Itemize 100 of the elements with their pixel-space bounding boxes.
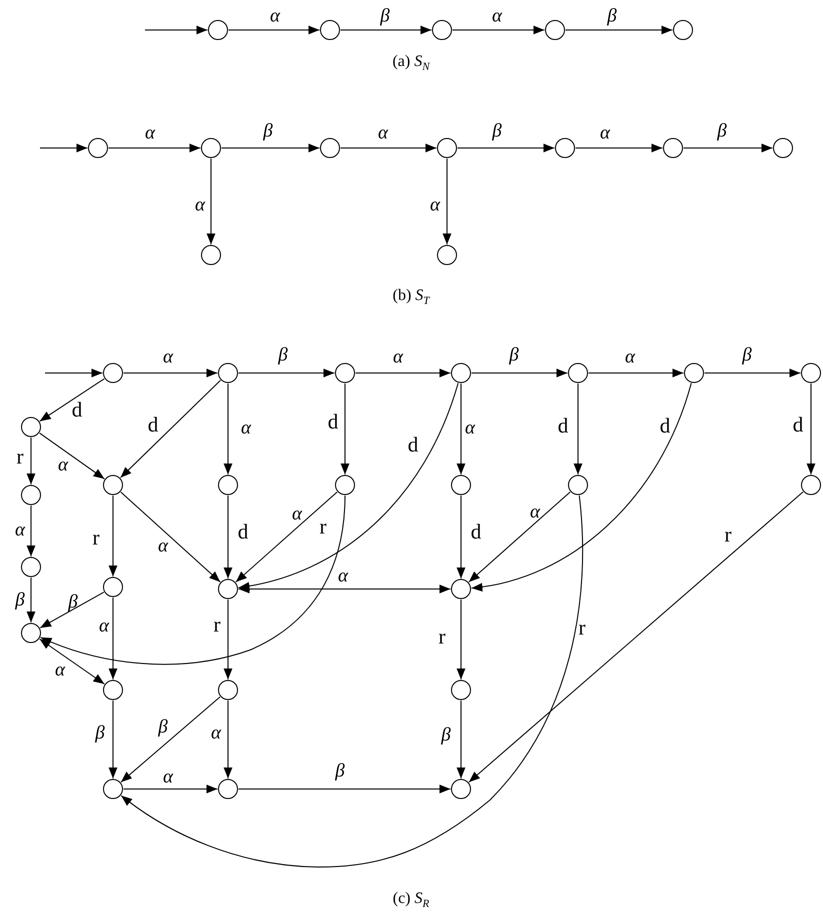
edge-label: α [163,348,173,366]
subfigure-caption: (c) S$_{R}$ [392,890,430,910]
state-circle [103,577,123,597]
state-circle [451,363,471,383]
state-circle [801,363,821,383]
transition-arrow [468,491,571,583]
edge-label: r [320,516,326,538]
state-circle [673,20,693,40]
state-circle [568,475,588,495]
edge-label: β [278,346,288,364]
state-circle [451,779,471,799]
edge-label: α [55,660,65,680]
transition-arrow [224,383,232,475]
edge-label: α [99,616,109,636]
transition-arrow [221,144,320,152]
state-circle [545,20,565,40]
transition-arrow [39,378,105,422]
state-circle [103,363,123,383]
state-circle [103,779,123,799]
edge-label: α [15,520,25,540]
transition-arrow [224,495,232,579]
edge-label: d [148,414,158,436]
transition-arrow [120,492,221,582]
transition-arrow [206,158,216,245]
edge-label: d [328,412,338,432]
edge-label: β [263,122,273,140]
transition-arrow [456,599,466,680]
state-circle [437,138,457,158]
edge-label: r [438,626,446,648]
state-circle [103,475,123,495]
state-circle [218,680,238,700]
transition-arrow [704,368,801,378]
state-circle [201,138,221,158]
transition-arrow [40,592,104,628]
state-circle [21,557,41,577]
state-circle [335,475,355,495]
state-circle [88,138,108,158]
transition-arrow [355,368,451,378]
transition-arrow [238,382,459,590]
transition-arrow [588,368,684,378]
edge-label: r [578,618,586,638]
transition-arrow [468,491,804,783]
transition-arrow [456,700,466,779]
edge-label: α [393,348,403,366]
edge-label: d [558,416,568,436]
edge-label: β [742,346,752,364]
edge-label: r [724,524,732,546]
transition-arrow [340,383,350,475]
subfigure-caption: (a) S$_{N}$ [392,52,430,74]
transition-arrow [442,158,452,245]
edge-label: α [492,6,502,26]
state-circle [208,20,228,40]
transition-arrow [340,26,432,34]
transition-arrow [108,144,201,152]
transition-arrow [470,382,692,591]
transition-arrow [123,368,218,378]
edge-label: β [607,6,617,26]
edge-label: β [158,718,168,736]
state-circle [663,138,683,158]
edge-label: r [214,614,220,636]
transition-arrow [123,784,218,794]
transition-arrow [26,505,36,557]
edge-label: β [15,590,25,610]
transition-arrow [806,383,816,475]
transition-arrow [39,432,105,480]
transition-arrow [44,368,103,378]
state-circle [201,245,221,265]
edge-label: d [72,400,82,420]
edge-label: β [441,726,451,744]
transition-arrow [39,638,105,684]
edge-label: α [211,724,221,742]
state-circle [437,245,457,265]
edge-label: d [408,434,418,456]
transition-arrow [26,437,36,485]
transition-arrow [238,368,335,378]
edge-label: α [270,6,280,26]
transition-arrow [457,144,555,152]
edge-label: r [92,528,100,548]
edge-label: β [492,122,502,140]
transition-arrow [238,584,451,594]
edge-label: α [430,196,440,214]
state-circle [451,680,471,700]
state-circle [451,579,471,599]
edge-label: α [378,124,388,142]
transition-arrow [120,494,584,868]
edge-label: α [465,418,475,438]
state-circle [218,579,238,599]
edge-label: r [16,446,24,468]
edge-label: α [195,196,205,214]
transition-arrow [120,380,221,478]
transition-arrow [340,144,437,152]
edge-label: α [158,536,168,556]
transition-arrow [471,368,568,378]
state-circle [451,475,471,495]
edge-label: β [380,6,390,26]
edge-label: β [68,592,78,612]
edge-label: α [163,768,173,786]
edge-label: d [470,522,482,542]
edge-label: α [600,124,610,142]
state-circle [684,363,704,383]
